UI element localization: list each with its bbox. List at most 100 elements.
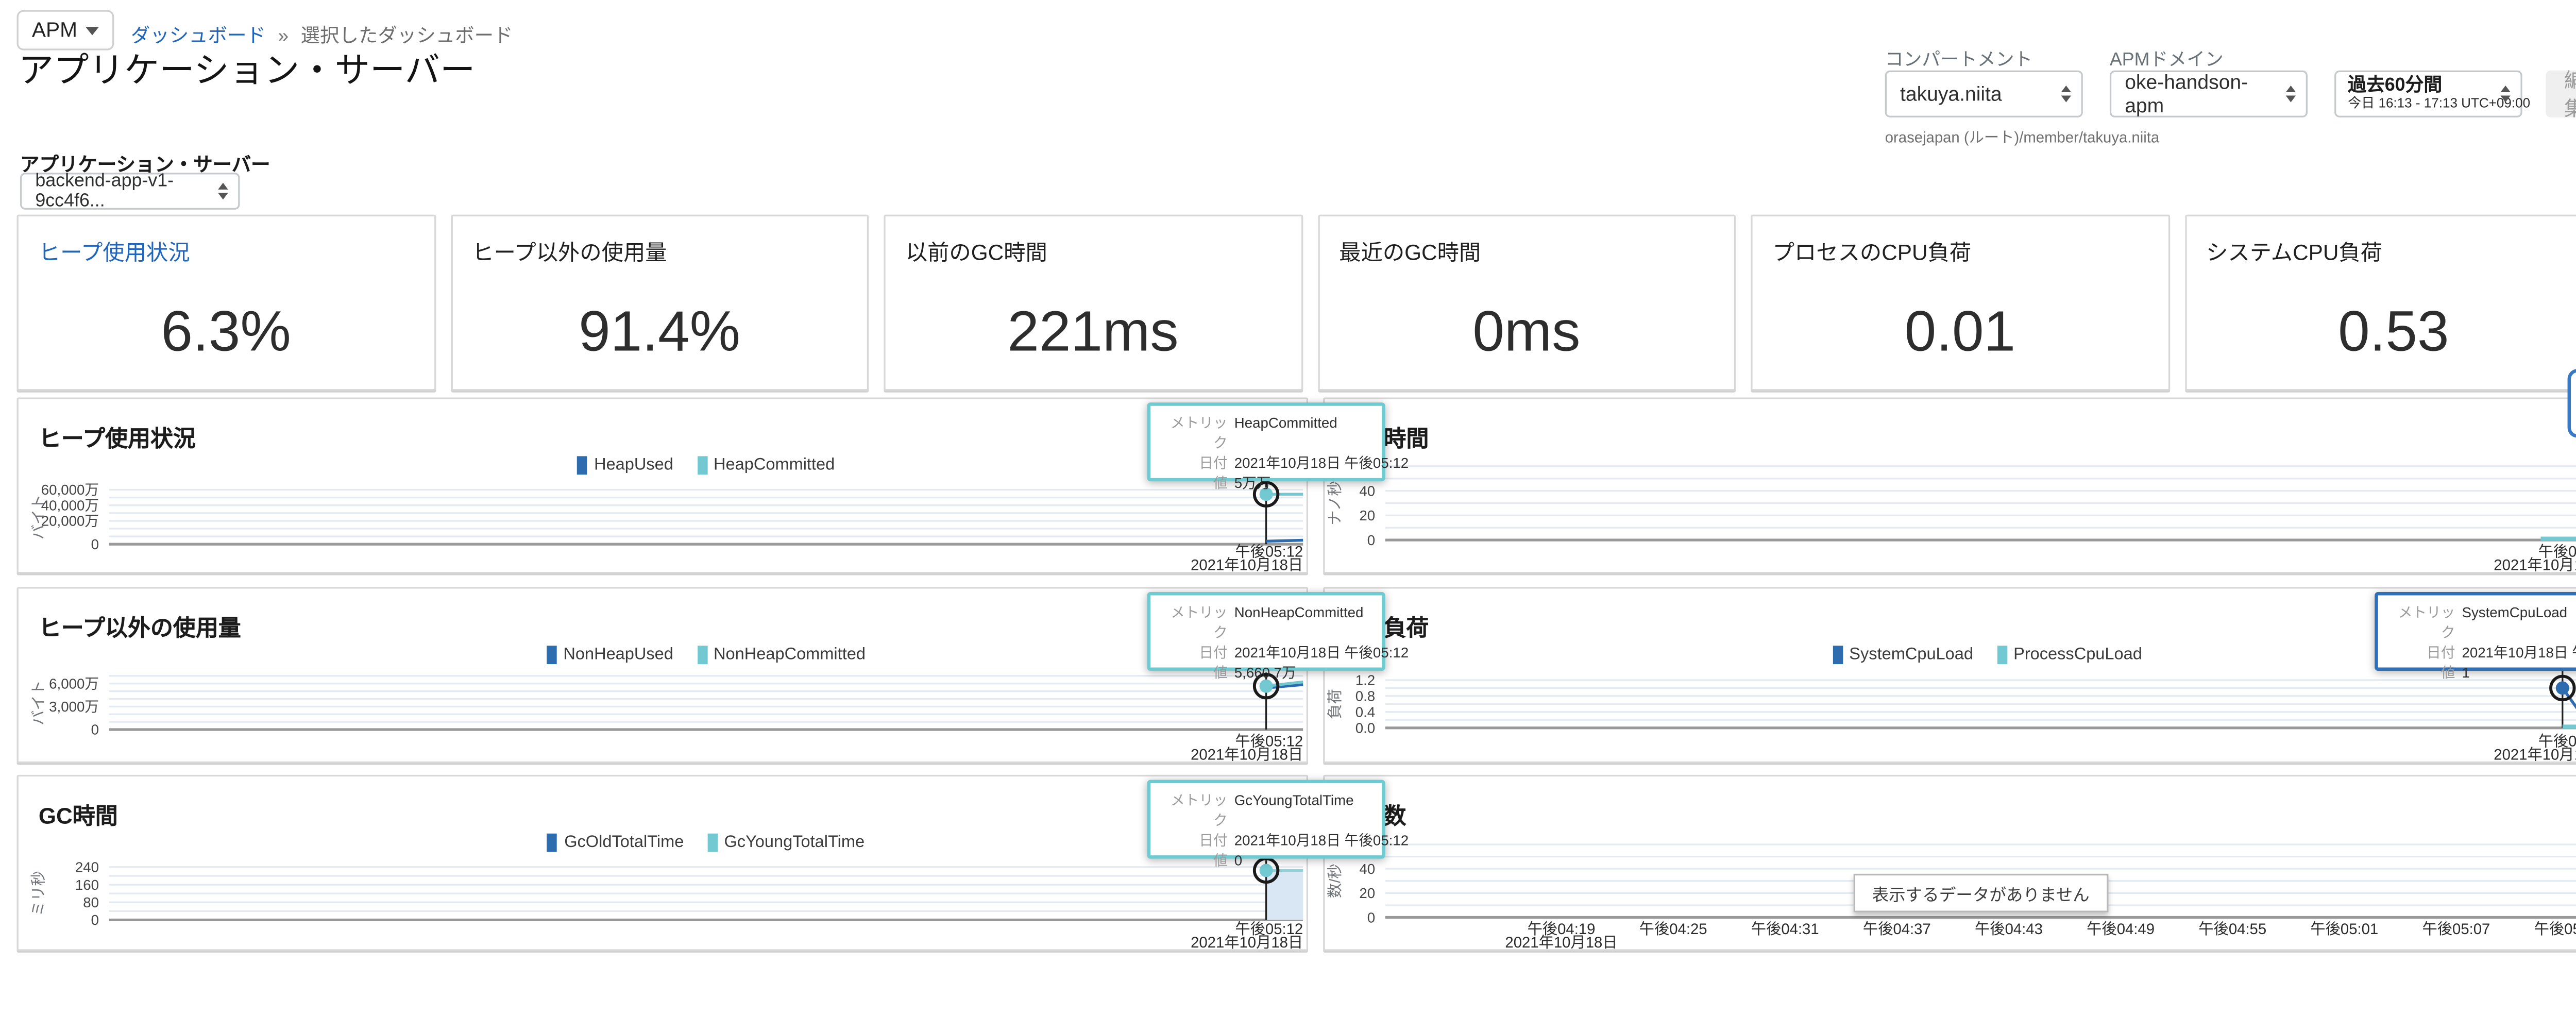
card-value: 91.4% [579, 300, 740, 364]
breadcrumb: ダッシュボード » 選択したダッシュボード [131, 22, 513, 48]
compartment-path-caption: orasejapan (ルート)/member/takuya.niita [1885, 129, 2160, 146]
svg-text:40: 40 [1359, 861, 1375, 877]
svg-text:0: 0 [1367, 909, 1375, 925]
chart-title: 時間 [1383, 426, 1429, 451]
svg-text:午後05:12: 午後05:12 [1235, 921, 1303, 938]
legend-label: NonHeapCommitted [714, 646, 866, 665]
tooltip-metric-label: メトリック [1171, 603, 1228, 641]
svg-text:20,000万: 20,000万 [41, 513, 99, 529]
compartment-label: コンパートメント [1885, 50, 2033, 71]
card-recent-gc-time: 最近のGC時間 0ms [1317, 214, 1736, 391]
card-value: 0.01 [1904, 300, 2016, 364]
legend-label: HeapUsed [594, 456, 673, 475]
legend-item[interactable]: NonHeapCommitted [697, 646, 866, 665]
legend-item[interactable]: SystemCpuLoad [1832, 646, 1973, 665]
updown-chevron-icon [2061, 86, 2072, 103]
svg-text:数/秒: 数/秒 [1327, 864, 1344, 898]
svg-text:午後04:43: 午後04:43 [1975, 921, 2043, 938]
legend-item[interactable]: ProcessCpuLoad [1996, 646, 2142, 665]
tooltip-value-value: 0 [1234, 852, 1243, 869]
apm-domain-select[interactable]: oke-handson-apm [2109, 70, 2308, 117]
tooltip-metric-value: HeapCommitted [1234, 414, 1337, 431]
tooltip-metric-label: メトリック [1171, 791, 1228, 829]
legend-swatch [707, 833, 718, 852]
svg-text:午後05:07: 午後05:07 [2422, 921, 2490, 938]
card-process-cpu-load: プロセスのCPU負荷 0.01 [1751, 214, 2170, 391]
legend-item[interactable]: HeapUsed [577, 456, 673, 475]
svg-text:1.2: 1.2 [1355, 672, 1375, 688]
svg-text:60,000万: 60,000万 [41, 482, 99, 498]
updown-chevron-icon [2285, 86, 2296, 103]
card-value: 6.3% [161, 300, 291, 364]
time-range-select[interactable]: 過去60分間 今日 16:13 - 17:13 UTC+09:00 [2334, 70, 2530, 117]
legend-item[interactable]: GcOldTotalTime [547, 833, 684, 852]
app-server-select[interactable]: backend-app-v1-9cc4f6... [20, 171, 240, 211]
legend-label: GcYoungTotalTime [724, 833, 865, 852]
tooltip-date-value: 2021年10月18日 午後05:12 [2462, 644, 2576, 661]
svg-text:20: 20 [1359, 885, 1375, 901]
no-data-message: 表示するデータがありません [1853, 873, 2108, 912]
tooltip-date-label: 日付 [1199, 832, 1228, 849]
tooltip-metric-value: SystemCpuLoad [2462, 603, 2568, 621]
card-title-link[interactable]: ヒープ使用状況 [38, 240, 190, 265]
chart-legend[interactable]: SystemCpuLoad ProcessCpuLoad [1385, 644, 2576, 666]
card-system-cpu-load: システムCPU負荷 0.53 [2184, 214, 2576, 391]
breadcrumb-dashboards-link[interactable]: ダッシュボード [130, 27, 266, 47]
svg-text:40,000万: 40,000万 [41, 497, 99, 513]
time-range-value: 過去60分間 [2348, 75, 2443, 96]
card-heap-usage: ヒープ使用状況 6.3% [16, 214, 435, 391]
chart-title: ヒープ使用状況 [38, 426, 196, 451]
apm-app-switcher-select[interactable]: APM [16, 10, 114, 50]
chart-title: 数 [1383, 803, 1406, 829]
chart-plot[interactable]: 60,000万40,000万20,000万0バイト午後05:122021年10月… [19, 399, 1310, 576]
svg-text:ナノ秒: ナノ秒 [1327, 481, 1344, 525]
legend-swatch [546, 646, 557, 665]
legend-item[interactable]: GcYoungTotalTime [707, 833, 865, 852]
chart-legend[interactable]: HeapUsed HeapCommitted [109, 454, 1303, 476]
legend-item[interactable]: NonHeapUsed [546, 646, 673, 665]
tooltip-value-value: 5,660.7万 [1234, 664, 1296, 681]
svg-text:0: 0 [91, 722, 99, 738]
card-previous-gc-time: 以前のGC時間 221ms [884, 214, 1302, 391]
updown-chevron-icon [218, 182, 228, 200]
card-nonheap-usage: ヒープ以外の使用量 91.4% [450, 214, 869, 391]
svg-text:午後04:19: 午後04:19 [1528, 921, 1596, 938]
help-floating-widget[interactable] [2567, 369, 2576, 438]
chart-legend[interactable]: GcOldTotalTime GcYoungTotalTime [109, 832, 1303, 854]
legend-swatch [547, 833, 558, 852]
apm-app-switcher-label: APM [31, 18, 78, 42]
svg-text:ミリ秒: ミリ秒 [30, 871, 47, 916]
chart-title: ヒープ以外の使用量 [38, 615, 241, 641]
edit-button[interactable]: 編集 [2546, 69, 2576, 121]
svg-text:0: 0 [1367, 532, 1375, 548]
svg-text:バイト: バイト [30, 680, 47, 725]
legend-swatch [1832, 646, 1843, 665]
legend-label: GcOldTotalTime [564, 833, 684, 852]
svg-text:負荷: 負荷 [1327, 689, 1344, 719]
time-range-detail: 今日 16:13 - 17:13 UTC+09:00 [2348, 95, 2531, 111]
breadcrumb-separator: » [278, 27, 289, 47]
compartment-select[interactable]: takuya.niita [1885, 70, 2083, 117]
svg-text:6,000万: 6,000万 [49, 675, 99, 691]
tooltip-date-value: 2021年10月18日 午後05:12 [1234, 454, 1409, 471]
card-title: プロセスのCPU負荷 [1772, 240, 1972, 265]
svg-text:20: 20 [1359, 508, 1375, 523]
card-value: 0.53 [2338, 300, 2449, 364]
svg-text:2021年10月18日: 2021年10月18日 [1191, 557, 1303, 574]
card-title: 以前のGC時間 [905, 240, 1047, 265]
svg-text:0.0: 0.0 [1355, 720, 1375, 736]
chart-legend[interactable]: NonHeapUsed NonHeapCommitted [109, 644, 1303, 666]
svg-text:2021年10月18日: 2021年10月18日 [2494, 557, 2576, 574]
tooltip-value-label: 値 [1213, 664, 1228, 681]
legend-item[interactable]: HeapCommitted [697, 456, 835, 475]
svg-text:午後05:12: 午後05:12 [1235, 733, 1303, 750]
legend-label: ProcessCpuLoad [2013, 646, 2142, 665]
